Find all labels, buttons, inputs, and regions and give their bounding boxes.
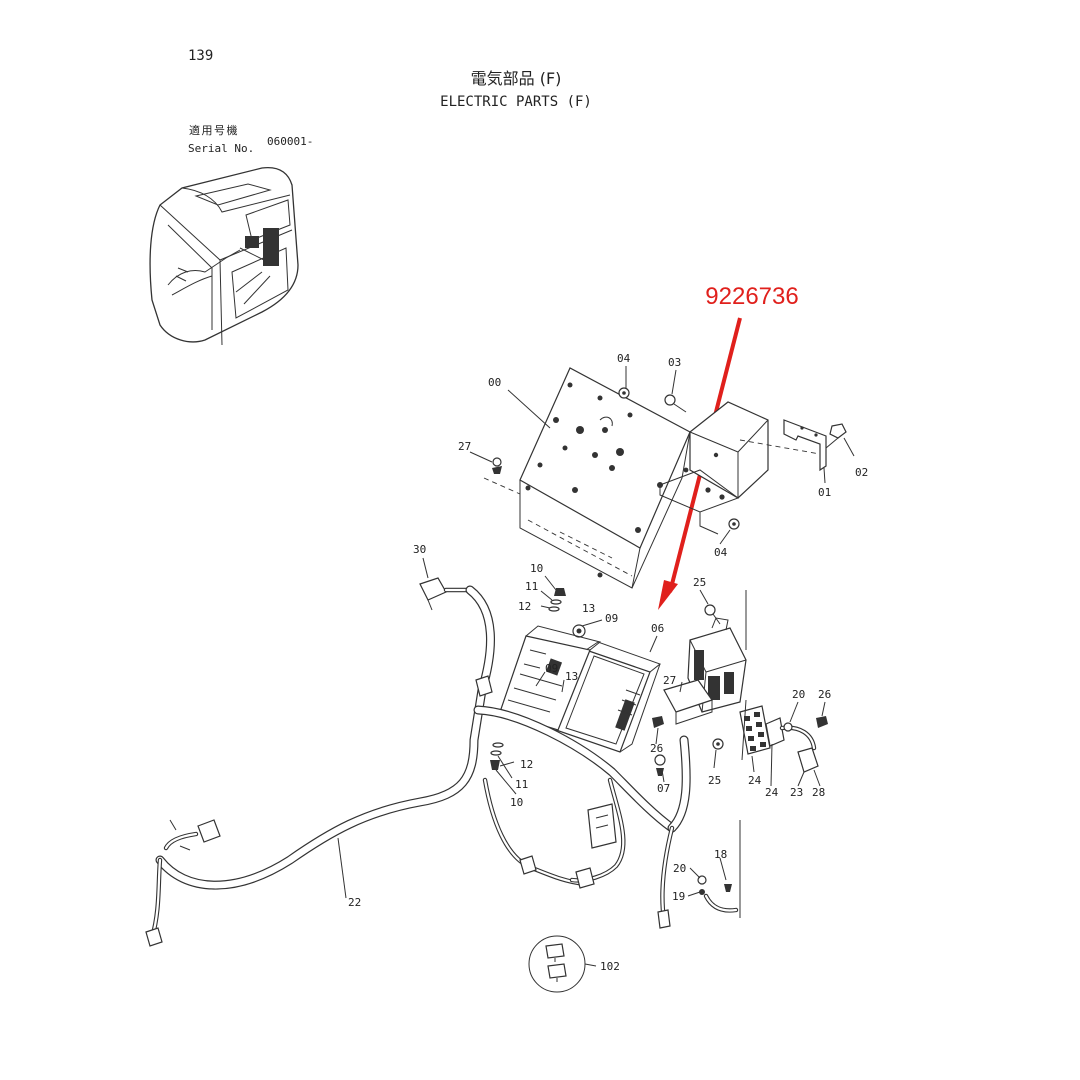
connector-part-27 — [663, 679, 713, 725]
bolt-part-04-lower — [728, 518, 740, 530]
highlight-part-number: 9226736 — [705, 283, 798, 310]
clip-part-27-top — [483, 457, 521, 495]
callout-11-lower: 11 — [515, 778, 528, 791]
callout-02: 02 — [855, 466, 868, 479]
callout-26-lower: 26 — [650, 742, 663, 755]
callout-102: 102 — [600, 960, 620, 973]
callout-18: 18 — [714, 848, 727, 861]
callout-27-top: 27 — [458, 440, 471, 453]
screw-part-03 — [664, 394, 687, 413]
bracket-part-01 — [783, 419, 827, 472]
harness-part-22 — [145, 585, 691, 947]
callout-26-right: 26 — [818, 688, 831, 701]
screw-part-26-lower — [652, 716, 664, 728]
callout-25-upper: 25 — [693, 576, 706, 589]
connector-part-30 — [419, 577, 473, 611]
callout-22: 22 — [348, 896, 361, 909]
serial-label-english: Serial No. — [188, 142, 254, 155]
callout-23: 23 — [790, 786, 803, 799]
callout-20-lower: 20 — [673, 862, 686, 875]
page-number: 139 — [188, 48, 213, 64]
screw-part-26-upper — [816, 716, 828, 728]
ground-wire-parts-18-19-20 — [697, 875, 739, 913]
callout-04-top: 04 — [617, 352, 631, 365]
part-callouts: 00 01 02 03 04 04 06 07 09 09 10 10 11 1… — [348, 352, 868, 973]
highlight-arrow-head — [658, 580, 678, 610]
callout-27-middle: 27 — [663, 674, 676, 687]
screw-part-02 — [825, 423, 847, 449]
callout-12-upper: 12 — [518, 600, 531, 613]
title-english: ELECTRIC PARTS (F) — [440, 94, 592, 110]
callout-09-upper: 09 — [605, 612, 618, 625]
serial-number: 060001- — [267, 135, 313, 148]
connector-detail-part-102 — [528, 935, 597, 993]
callout-01: 01 — [818, 486, 831, 499]
callout-25-lower: 25 — [708, 774, 721, 787]
callout-12-lower: 12 — [520, 758, 533, 771]
hardware-parts-10-11-12-upper — [548, 588, 566, 612]
terminal-block-part-24 — [739, 705, 785, 755]
bushing-part-13-upper — [572, 624, 586, 638]
bolt-part-25-upper — [704, 604, 721, 625]
callout-13-lower: 13 — [565, 670, 578, 683]
callout-09-lower: 09 — [545, 662, 558, 675]
callout-07: 07 — [657, 782, 670, 795]
callout-03: 03 — [668, 356, 681, 369]
callout-28: 28 — [812, 786, 825, 799]
leader-lines — [337, 366, 855, 918]
callout-10-lower: 10 — [510, 796, 523, 809]
cab-locator-sketch — [149, 166, 299, 346]
nut-part-07 — [654, 754, 666, 776]
hardware-parts-10-11-12-lower — [490, 742, 504, 770]
callout-20-right: 20 — [792, 688, 805, 701]
callout-13-upper: 13 — [582, 602, 595, 615]
callout-06: 06 — [651, 622, 664, 635]
callout-24-left: 24 — [748, 774, 762, 787]
relay-box-housing — [659, 401, 821, 535]
callout-04-lower: 04 — [714, 546, 728, 559]
bolt-part-04-top — [618, 387, 630, 399]
callout-24-right: 24 — [765, 786, 779, 799]
callout-30: 30 — [413, 543, 426, 556]
callout-10-upper: 10 — [530, 562, 543, 575]
panel-plate — [519, 367, 691, 589]
relay-part-23 — [779, 722, 819, 773]
title-japanese: 電気部品 (F) — [471, 69, 562, 88]
bracket-part-09 — [499, 625, 602, 731]
serial-label-japanese: 適用号機 — [189, 123, 239, 137]
bolt-part-25-lower — [712, 738, 724, 750]
callout-19: 19 — [672, 890, 685, 903]
callout-11-upper: 11 — [525, 580, 538, 593]
callout-00: 00 — [488, 376, 501, 389]
